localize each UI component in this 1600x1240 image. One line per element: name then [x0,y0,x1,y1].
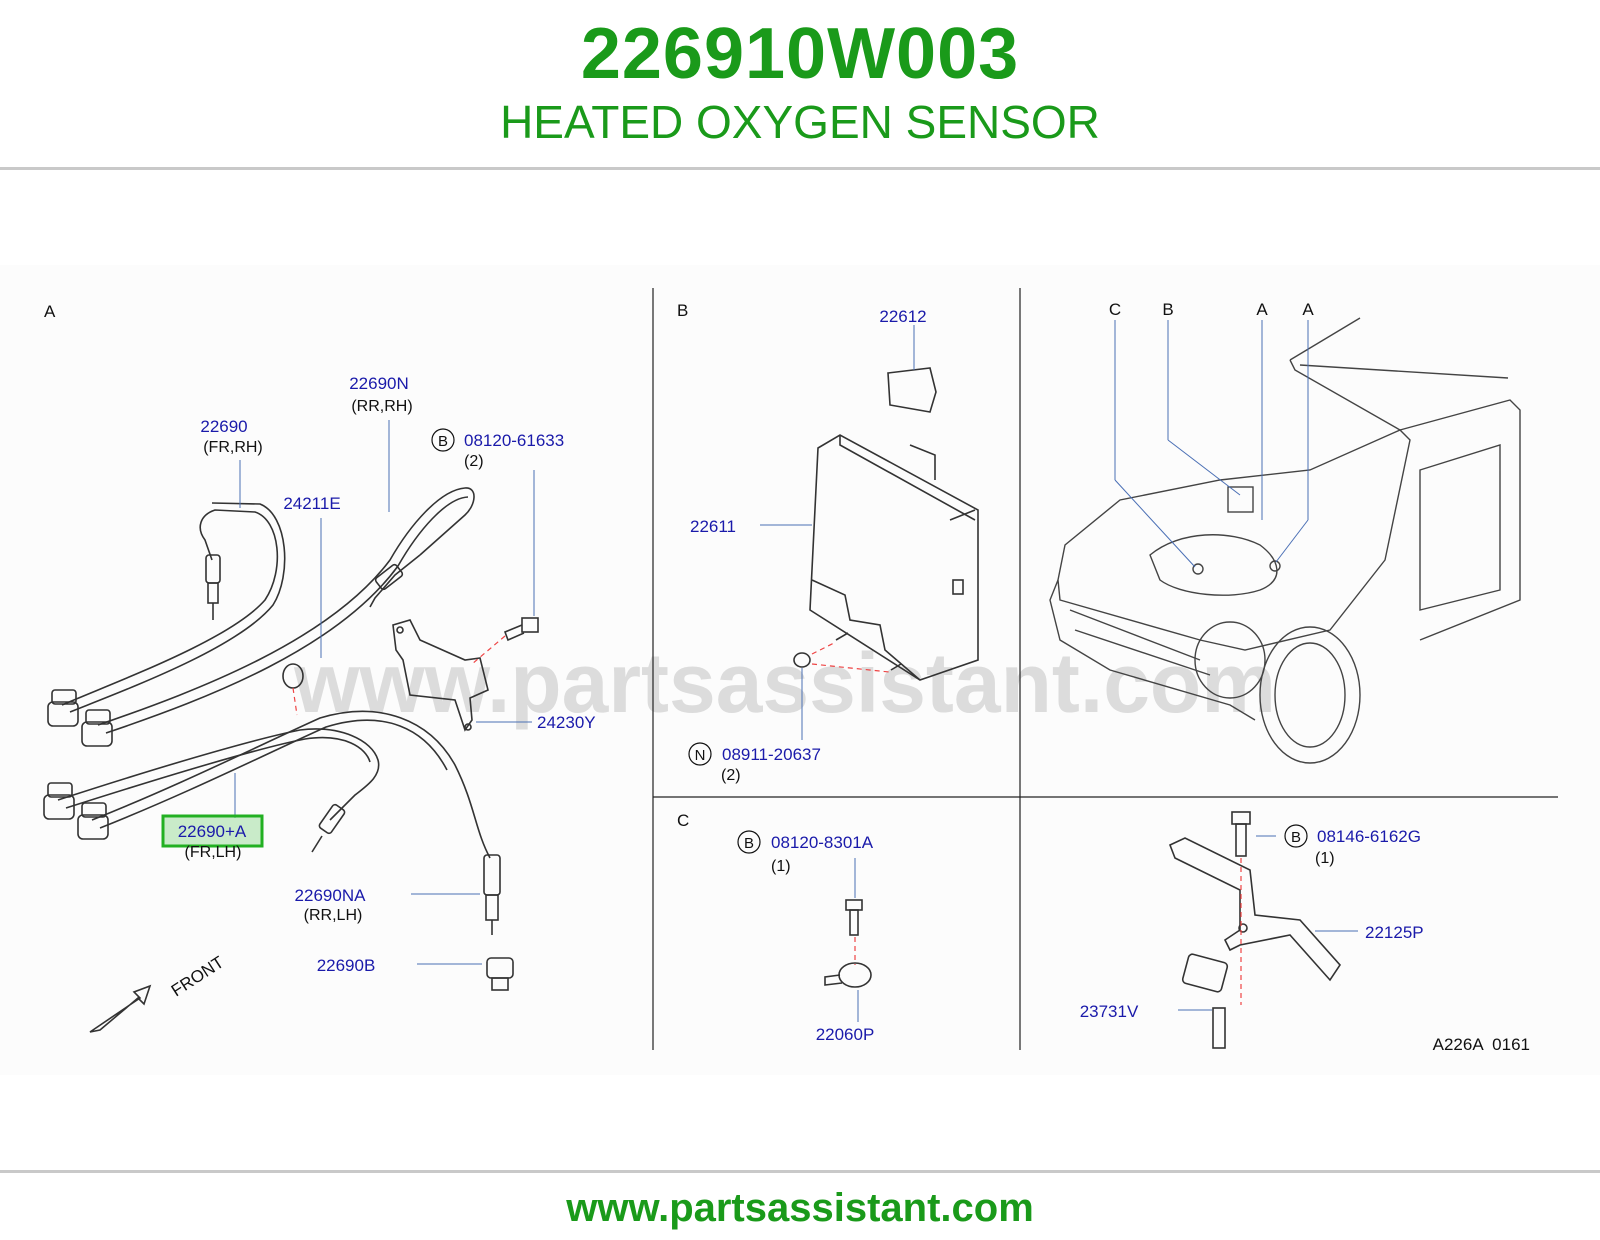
front-label: FRONT [168,953,227,1001]
callout-24211E: 24211E [283,494,340,513]
callout-22690-note: (FR,RH) [203,439,263,456]
sensor-harness-drawing [43,487,539,1033]
callout-08120-8301A-note: (1) [771,858,791,875]
part-number-title: 226910W003 [580,14,1020,94]
panel-dividers [652,288,1558,1050]
crank-sensor-drawing [1168,811,1342,1049]
leader-lines-vehicle [1114,320,1309,568]
section-label-c: C [677,811,689,830]
leader-lines-c-left [854,858,859,1022]
assembly-guide-lines [292,635,506,716]
highlight-box [161,814,264,848]
callout-08120-8301A: 08120-8301A [771,833,874,852]
callout-22690A: 22690+A [178,822,247,841]
vehicle-callout-a2: A [1302,300,1314,319]
callout-22690N-note: (RR,RH) [351,398,412,415]
parts-diagram: www.partsassistant.com A B C [0,265,1600,1075]
callout-08146-6162G-prefix: B [1291,829,1301,846]
knock-sensor-drawing [824,899,872,988]
vehicle-callout-b: B [1162,300,1173,319]
footer-website-link[interactable]: www.partsassistant.com [566,1186,1034,1230]
callout-08146-6162G-badge [1284,824,1308,848]
leader-lines-c-right [1178,835,1358,1011]
figure-code: A226A 0161 [1433,1035,1530,1054]
callout-08911-20637-note: (2) [721,767,741,784]
part-name-subtitle: HEATED OXYGEN SENSOR [500,96,1100,148]
callout-22690N: 22690N [349,374,409,393]
vehicle-callout-a1: A [1256,300,1268,319]
callout-08120-8301A-badge [737,830,761,854]
section-label-a: A [44,302,56,321]
parts-diagram-svg: www.partsassistant.com A B C [43,288,1558,1054]
callout-22060P: 22060P [816,1025,875,1044]
callout-08911-20637: 08911-20637 [722,745,821,764]
callout-22690NA-note: (RR,LH) [304,907,363,924]
callout-08911-20637-prefix: N [695,747,706,764]
callout-08146-6162G: 08146-6162G [1317,827,1421,846]
callout-08911-20637-badge [688,742,712,766]
ecu-guide-lines [811,642,890,673]
callout-23731V: 23731V [1080,1002,1139,1021]
ecu-drawing [793,367,979,681]
callout-22690A-note: (FR,LH) [185,844,242,861]
callout-22612: 22612 [879,307,926,326]
callout-08120-61633-prefix: B [438,433,448,450]
vehicle-callout-c: C [1109,300,1121,319]
leader-lines-a [234,420,535,965]
callout-22690B: 22690B [317,956,376,975]
callout-08120-61633: 08120-61633 [464,431,564,450]
callout-22611: 22611 [690,517,736,536]
section-label-b: B [677,301,688,320]
callout-22690NA: 22690NA [295,886,367,905]
callout-22125P: 22125P [1365,923,1424,942]
callout-08146-6162G-note: (1) [1315,850,1335,867]
footer-divider [0,1170,1600,1173]
header-divider [0,167,1600,170]
callout-08120-61633-badge [431,428,455,452]
callout-24230Y: 24230Y [537,713,596,732]
vehicle-drawing [1049,317,1521,764]
leader-lines-b [760,325,915,740]
callout-08120-8301A-prefix: B [744,835,754,852]
callout-22690: 22690 [200,417,247,436]
watermark-text: www.partsassistant.com [293,636,1276,730]
callout-08120-61633-note: (2) [464,453,484,470]
